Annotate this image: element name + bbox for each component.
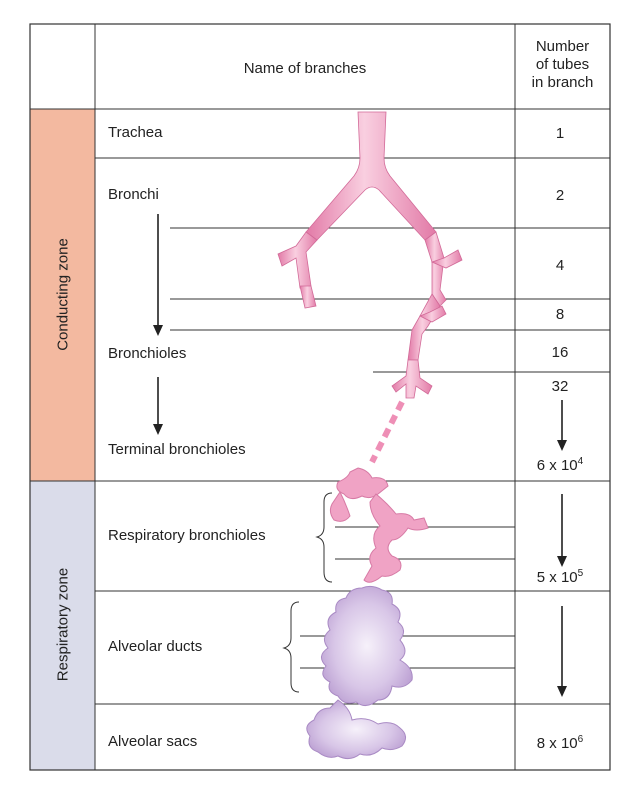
count-sacs-exp: 6	[577, 734, 584, 745]
count-alveolar-sacs: 8 x 106	[515, 734, 605, 752]
header-number-of-tubes: Number of tubes in branch	[515, 38, 610, 92]
count-arrow-2-head	[557, 556, 567, 567]
header-count-line-3: in branch	[531, 74, 594, 91]
count-trachea: 1	[555, 125, 565, 142]
bronchioles-arrowhead	[153, 424, 163, 435]
alveolar-ducts-bracket	[282, 601, 300, 693]
label-alveolar-ducts: Alveolar ducts	[108, 638, 203, 655]
bronchi-arrowhead	[153, 325, 163, 336]
header-name-of-branches: Name of branches	[243, 60, 367, 77]
count-resp-base: 5 x 10	[536, 569, 578, 586]
count-4: 4	[555, 257, 565, 274]
label-respiratory-bronchioles: Respiratory bronchioles	[108, 527, 266, 544]
label-bronchi: Bronchi	[108, 186, 159, 203]
count-sacs-base: 8 x 10	[536, 735, 578, 752]
airway-tree-illustration	[277, 111, 463, 399]
table-frame	[29, 23, 611, 771]
header-count-line-1: Number	[535, 38, 590, 55]
dashed-connection	[369, 400, 405, 464]
label-bronchioles: Bronchioles	[108, 345, 187, 362]
count-16: 16	[551, 344, 569, 361]
respiratory-bronchioles-illustration	[329, 467, 429, 583]
respiratory-zone-label: Respiratory zone	[54, 567, 72, 682]
label-alveolar-sacs: Alveolar sacs	[108, 733, 198, 750]
count-respiratory-bronchioles: 5 x 105	[515, 568, 605, 586]
conducting-zone-label: Conducting zone	[54, 238, 72, 351]
count-terminal-bronchioles: 6 x 104	[515, 456, 605, 474]
alveolar-illustration	[306, 585, 413, 760]
count-resp-exp: 5	[577, 568, 584, 579]
label-terminal-bronchioles: Terminal bronchioles	[108, 441, 246, 458]
header-count-line-2: of tubes	[535, 56, 590, 73]
count-arrow-1-head	[557, 440, 567, 451]
respiratory-zone-band	[30, 481, 95, 770]
count-terminal-exp: 4	[577, 456, 584, 467]
count-32: 32	[551, 378, 569, 395]
count-arrow-3-head	[557, 686, 567, 697]
count-8: 8	[555, 306, 565, 323]
resp-bronchioles-bracket	[315, 492, 333, 583]
conducting-zone-band	[30, 109, 95, 481]
count-bronchi: 2	[555, 187, 565, 204]
count-terminal-base: 6 x 10	[536, 457, 578, 474]
label-trachea: Trachea	[108, 124, 163, 141]
